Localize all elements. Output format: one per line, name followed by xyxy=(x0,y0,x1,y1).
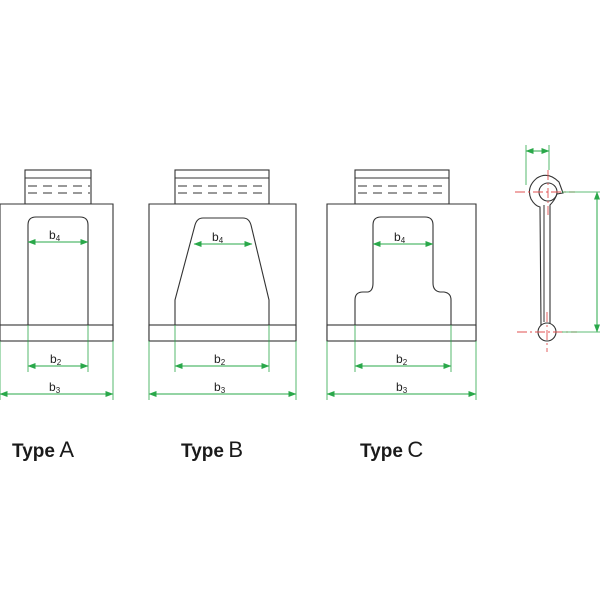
type-a-label: Type A xyxy=(12,437,75,462)
side-view-drawing xyxy=(515,145,600,352)
type-c-b4-label: b4 xyxy=(394,230,406,245)
type-a-b4-label: b4 xyxy=(49,228,61,243)
type-b-b4-label: b4 xyxy=(212,230,224,245)
type-c-b2-label: b2 xyxy=(396,352,408,367)
type-b-b3-label: b3 xyxy=(214,380,226,395)
side-view-hook xyxy=(528,174,564,326)
type-a-base xyxy=(0,324,114,342)
type-b-base xyxy=(148,324,297,342)
type-a-b2-label: b2 xyxy=(50,352,62,367)
type-c-drawing: b4 b2 b3 xyxy=(326,169,477,400)
type-b-body xyxy=(148,203,297,342)
type-a-b3-label: b3 xyxy=(49,380,61,395)
type-b-top-tab xyxy=(174,169,270,205)
type-a-top-tab xyxy=(24,169,92,205)
type-a-body xyxy=(0,203,114,342)
type-c-body xyxy=(326,203,477,342)
type-b-b2-label: b2 xyxy=(214,352,226,367)
type-a-drawing: b4 b2 b3 xyxy=(0,169,114,400)
type-b-drawing: b4 b2 b3 xyxy=(148,169,297,400)
type-c-b3-label: b3 xyxy=(396,380,408,395)
type-c-base xyxy=(326,324,477,342)
type-c-top-tab xyxy=(354,169,450,205)
type-c-label: Type C xyxy=(360,437,424,462)
type-b-label: Type B xyxy=(181,437,244,462)
